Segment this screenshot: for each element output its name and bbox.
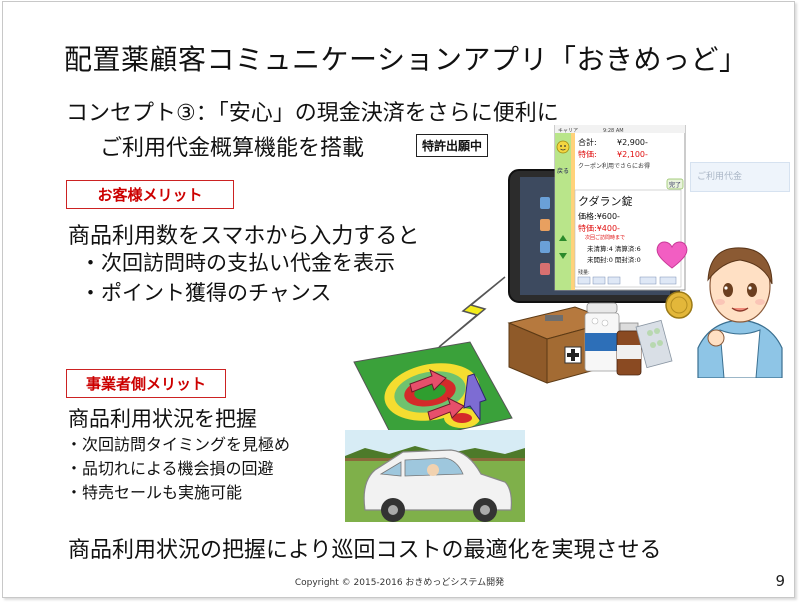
app-icon (540, 241, 550, 253)
done-label: 完了 (669, 181, 681, 189)
feature-heading: ご利用代金概算機能を搭載 (100, 136, 365, 161)
quantity-button[interactable] (607, 276, 621, 285)
app-icon (540, 197, 550, 209)
special-label: 特価: (578, 149, 597, 159)
page-number: 9 (775, 572, 785, 590)
special-value: ¥2,100- (617, 150, 648, 159)
medicine-box-illustration (507, 302, 673, 384)
concept-heading: コンセプト③：「安心」の現金決済をさらに便利に (66, 101, 559, 126)
coupon-text: クーポン利用でさらにお得 (578, 162, 650, 170)
remaining-label: 残量: (578, 269, 590, 276)
phone-time: 9:28 AM (603, 128, 624, 134)
phone-carrier: キャリア (558, 128, 578, 134)
arrow-up-icon[interactable] (559, 235, 567, 241)
product-name: クダラン錠 (578, 194, 633, 208)
business-merit-list: ・次回訪問タイミングを見極め ・品切れによる機会損の回避 ・特売セールも実施可能 (66, 433, 290, 505)
usage-map-illustration (353, 341, 513, 445)
price-text: 価格:¥600- (578, 211, 620, 221)
quantity-button[interactable] (639, 276, 657, 285)
arrow-down-icon[interactable] (559, 253, 567, 259)
list-item: ・次回訪問時の支払い代金を表示 (80, 251, 395, 275)
business-merit-lead: 商品利用状況を把握 (68, 407, 257, 431)
copyright-text: Copyright © 2015-2016 おきめっどシステム開発 (294, 578, 505, 588)
arrow-icon (409, 369, 447, 393)
arrow-icon (427, 397, 465, 421)
special-price-text: 特価:¥400- (578, 223, 620, 233)
back-button[interactable]: 戻る (557, 167, 569, 175)
slide-title: 配置薬顧客コミュニケーションアプリ「おきめっど」 (64, 43, 748, 76)
box-handle (545, 315, 563, 321)
business-merit-tag: 事業者側メリット (66, 369, 226, 398)
customer-merit-tag: お客様メリット (66, 180, 234, 209)
done-button[interactable] (666, 178, 684, 190)
background-window: ご利用代金 (690, 162, 790, 192)
tablet-app-illustration: キャリア 9:28 AM 戻る 合計: ¥2,900- 特価: ¥2,100- … (508, 125, 686, 303)
list-item: ・次回訪問タイミングを見極め (66, 435, 291, 454)
background-window-label: ご利用代金 (697, 172, 743, 182)
app-icon (540, 219, 550, 231)
quantity-button[interactable] (592, 276, 606, 285)
staff-character-illustration (697, 247, 783, 378)
lightning-bolt-icon (438, 276, 506, 348)
smiley-icon (556, 140, 570, 154)
customer-merit-list: ・次回訪問時の支払い代金を表示 ・ポイント獲得のチャンス (80, 248, 395, 308)
delivery-car-illustration (345, 430, 525, 522)
total-value: ¥2,900- (617, 138, 648, 147)
quantity-button[interactable] (659, 276, 677, 285)
summary-text: 商品利用状況の把握により巡回コストの最適化を実現させる (68, 538, 662, 563)
app-icon (540, 263, 550, 275)
patent-pending-badge: 特許出願中 (416, 134, 489, 157)
quantity-button[interactable] (577, 276, 591, 285)
list-item: ・特売セールも実施可能 (66, 483, 243, 502)
heart-icon (656, 241, 688, 269)
arrow-icon (463, 373, 487, 422)
until-next-visit-text: 次回ご訪問時まで (585, 234, 625, 241)
coin-icon (665, 291, 693, 319)
customer-merit-lead: 商品利用数をスマホから入力すると (68, 224, 420, 249)
list-item: ・品切れによる機会損の回避 (66, 459, 274, 478)
unsettled-count-text: 未清算:4 清算済:6 (587, 244, 641, 253)
unopened-count-text: 未開封:0 開封済:0 (587, 255, 641, 264)
list-item: ・ポイント獲得のチャンス (80, 281, 332, 305)
total-label: 合計: (578, 137, 597, 147)
